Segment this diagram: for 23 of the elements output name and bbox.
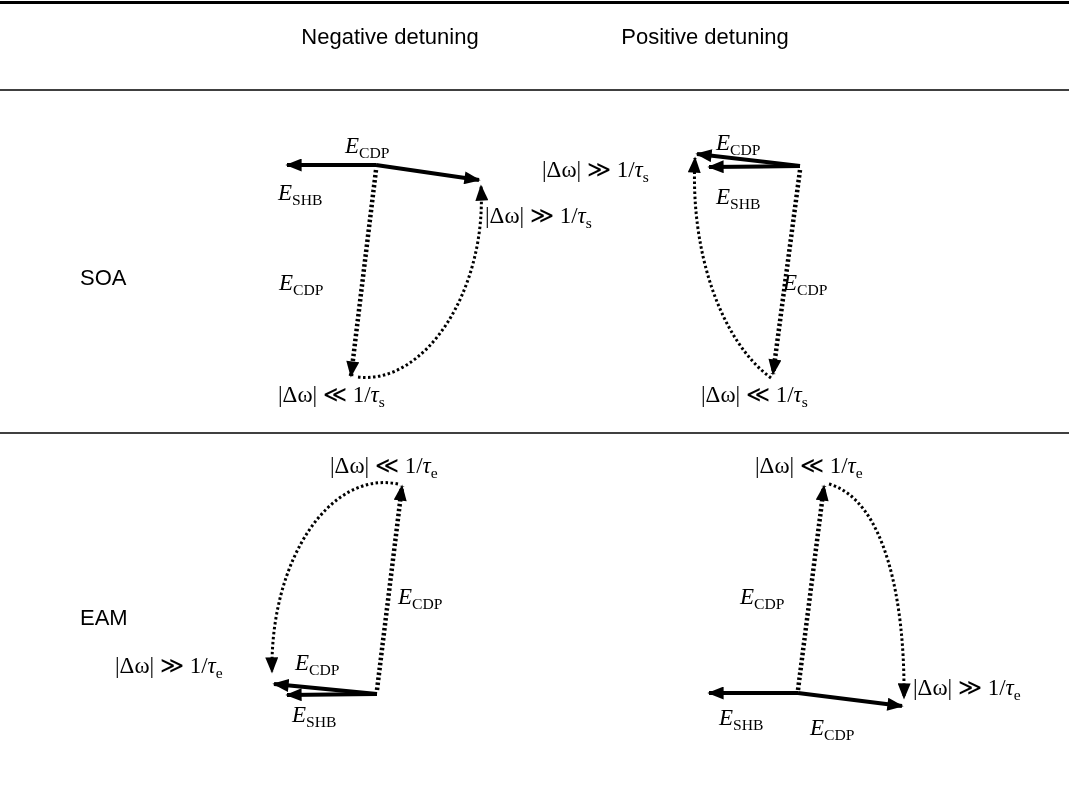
row-label: EAM <box>80 605 128 631</box>
vector-label: E$_{CDP}$ <box>345 133 390 160</box>
vector-label: E$_{CDP}$ <box>810 715 855 742</box>
row-label: SOA <box>80 265 127 291</box>
vector-label: E$_{CDP}$ <box>295 650 340 677</box>
condition-label: |Δω| ≪ 1/τ$_{e}$ <box>330 453 438 480</box>
condition-label: |Δω| ≫ 1/τ$_{e}$ <box>913 675 1021 702</box>
condition-label: |Δω| ≪ 1/τ$_{s}$ <box>701 382 808 409</box>
column-header: Negative detuning <box>301 24 479 50</box>
vector-label: E$_{SHB}$ <box>278 180 323 207</box>
condition-label: |Δω| ≪ 1/τ$_{s}$ <box>278 382 385 409</box>
condition-label: |Δω| ≫ 1/τ$_{s}$ <box>485 203 592 230</box>
vector-label: E$_{CDP}$ <box>740 584 785 611</box>
vector-label: E$_{CDP}$ <box>716 130 761 157</box>
vector-label: E$_{SHB}$ <box>292 702 337 729</box>
condition-label: |Δω| ≪ 1/τ$_{e}$ <box>755 453 863 480</box>
vector-label: E$_{SHB}$ <box>719 705 764 732</box>
condition-label: |Δω| ≫ 1/τ$_{s}$ <box>542 157 649 184</box>
vector-label: E$_{CDP}$ <box>279 270 324 297</box>
column-header: Positive detuning <box>621 24 789 50</box>
vector-label: E$_{CDP}$ <box>398 584 443 611</box>
condition-label: |Δω| ≫ 1/τ$_{e}$ <box>115 653 223 680</box>
vector-label: E$_{SHB}$ <box>716 184 761 211</box>
